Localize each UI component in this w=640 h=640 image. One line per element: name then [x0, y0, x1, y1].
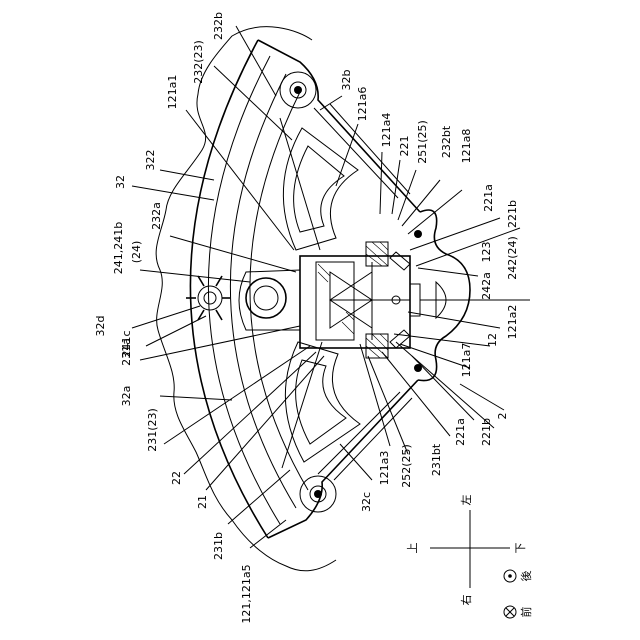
label-121a4: 121a4 — [380, 113, 393, 148]
legend-right: 右 — [459, 595, 473, 606]
top-boss — [280, 72, 316, 108]
label-12: 12 — [486, 333, 499, 347]
legend-up: 上 — [406, 543, 419, 554]
label-32b: 32b — [340, 69, 353, 90]
label-232b: 232b — [212, 12, 225, 40]
label-121a7: 121a7 — [460, 343, 473, 378]
front-symbol-icon — [504, 606, 516, 618]
label-121-121a5: 121,121a5 — [240, 564, 253, 623]
label-241-241b: 241,241b — [112, 222, 125, 274]
label-231bt: 231bt — [430, 443, 443, 476]
label-121a3: 121a3 — [378, 451, 391, 486]
back-symbol-icon — [504, 570, 516, 582]
label-221-top: 221 — [398, 136, 411, 157]
labels: 232b 232(23) 121a1 32b 121a6 322 121a4 2… — [94, 12, 519, 624]
label-322: 322 — [144, 150, 157, 171]
central-mechanism — [300, 230, 446, 372]
legend-front: 前 — [519, 607, 533, 618]
label-231a: 231a — [120, 338, 133, 366]
legend-down: 下 — [514, 543, 527, 554]
label-32a: 32a — [120, 386, 133, 407]
label-21: 21 — [196, 495, 209, 509]
bottom-edge — [268, 380, 418, 538]
legend-left: 左 — [460, 495, 473, 506]
label-32c: 32c — [360, 492, 373, 512]
label-232-23-top: 232(23) — [192, 40, 205, 84]
label-232bt: 232bt — [440, 125, 453, 158]
label-121a8: 121a8 — [460, 129, 473, 164]
housing-32 — [156, 27, 470, 571]
label-231-23: 231(23) — [146, 408, 159, 452]
label-121a1: 121a1 — [166, 75, 179, 110]
label-251-25: 251(25) — [416, 120, 429, 164]
label-22: 22 — [170, 471, 183, 485]
label-2: 2 — [496, 413, 509, 420]
label-221a-bot: 221a — [454, 418, 467, 446]
label-121a2: 121a2 — [506, 305, 519, 340]
label-123: 123 — [480, 242, 493, 263]
label-221b-top: 221b — [506, 200, 519, 228]
label-24-paren: (24) — [130, 241, 143, 264]
label-121a6: 121a6 — [356, 87, 369, 122]
orientation-legend: 上 下 左 右 後 前 — [406, 495, 533, 619]
left-hub — [186, 270, 300, 330]
bottom-boss — [300, 476, 336, 512]
lower-arm — [282, 342, 412, 480]
legend-back: 後 — [519, 571, 533, 582]
label-252-25: 252(25) — [400, 444, 413, 488]
label-221a-top: 221a — [482, 184, 495, 212]
label-221b-bot: 221b — [480, 418, 493, 446]
label-32: 32 — [114, 175, 127, 189]
label-232a: 232a — [150, 202, 163, 230]
label-242a: 242a — [480, 272, 493, 300]
label-32d: 32d — [94, 316, 107, 337]
label-242-24: 242(24) — [506, 236, 519, 280]
label-231b: 231b — [212, 532, 225, 560]
